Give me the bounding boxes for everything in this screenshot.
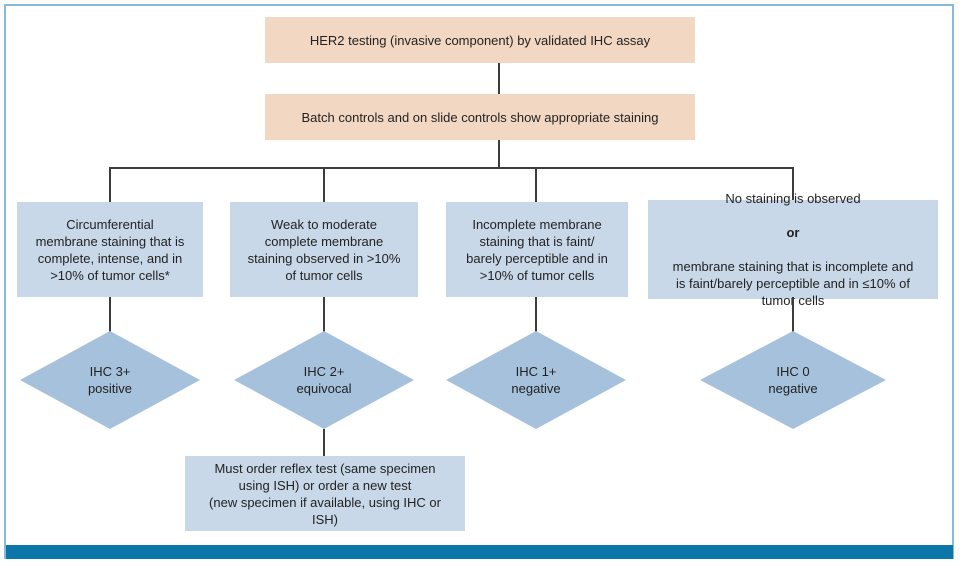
connector-rail-to-criteria-1 [109, 167, 111, 203]
result-diamond-ihc3-positive: IHC 3+ positive [20, 331, 200, 429]
criteria-ihc0-line-membrane: membrane staining that is incomplete and… [672, 259, 914, 308]
result-diamond-ihc0-negative: IHC 0 negative [700, 331, 886, 429]
connector-rail-to-criteria-4 [792, 167, 794, 203]
bottom-accent-bar [6, 545, 953, 559]
result-diamond-ihc1-negative: IHC 1+ negative [446, 331, 626, 429]
reflex-test-box: Must order reflex test (same specimen us… [185, 456, 465, 531]
controls-box: Batch controls and on slide controls sho… [265, 94, 695, 140]
criteria-box-ihc2: Weak to moderate complete membrane stain… [230, 202, 418, 297]
connector-rail-to-criteria-3 [535, 167, 537, 203]
criteria-box-ihc0: No staining is observed or membrane stai… [648, 191, 938, 308]
connector-rail-to-criteria-2 [323, 167, 325, 203]
connector-criteria-to-result-4 [792, 297, 794, 332]
result-diamond-ihc2-equivocal: IHC 2+ equivocal [234, 331, 414, 429]
criteria-ihc0-line-no-staining: No staining is observed [725, 191, 861, 206]
header-box: HER2 testing (invasive component) by val… [265, 17, 695, 63]
criteria-box-ihc1: Incomplete membrane staining that is fai… [446, 202, 628, 297]
connector-criteria-to-result-3 [535, 297, 537, 332]
criteria-box-ihc0-text: No staining is observed or membrane stai… [673, 173, 914, 326]
connector-header-to-controls [498, 63, 500, 94]
connector-result2-to-reflex [323, 429, 325, 456]
branch-rail [109, 167, 794, 169]
connector-criteria-to-result-1 [109, 297, 111, 332]
criteria-box-ihc3: Circumferential membrane staining that i… [17, 202, 203, 297]
connector-controls-to-rail [498, 140, 500, 168]
criteria-ihc0-or-word: or [786, 225, 800, 240]
connector-criteria-to-result-2 [323, 297, 325, 332]
